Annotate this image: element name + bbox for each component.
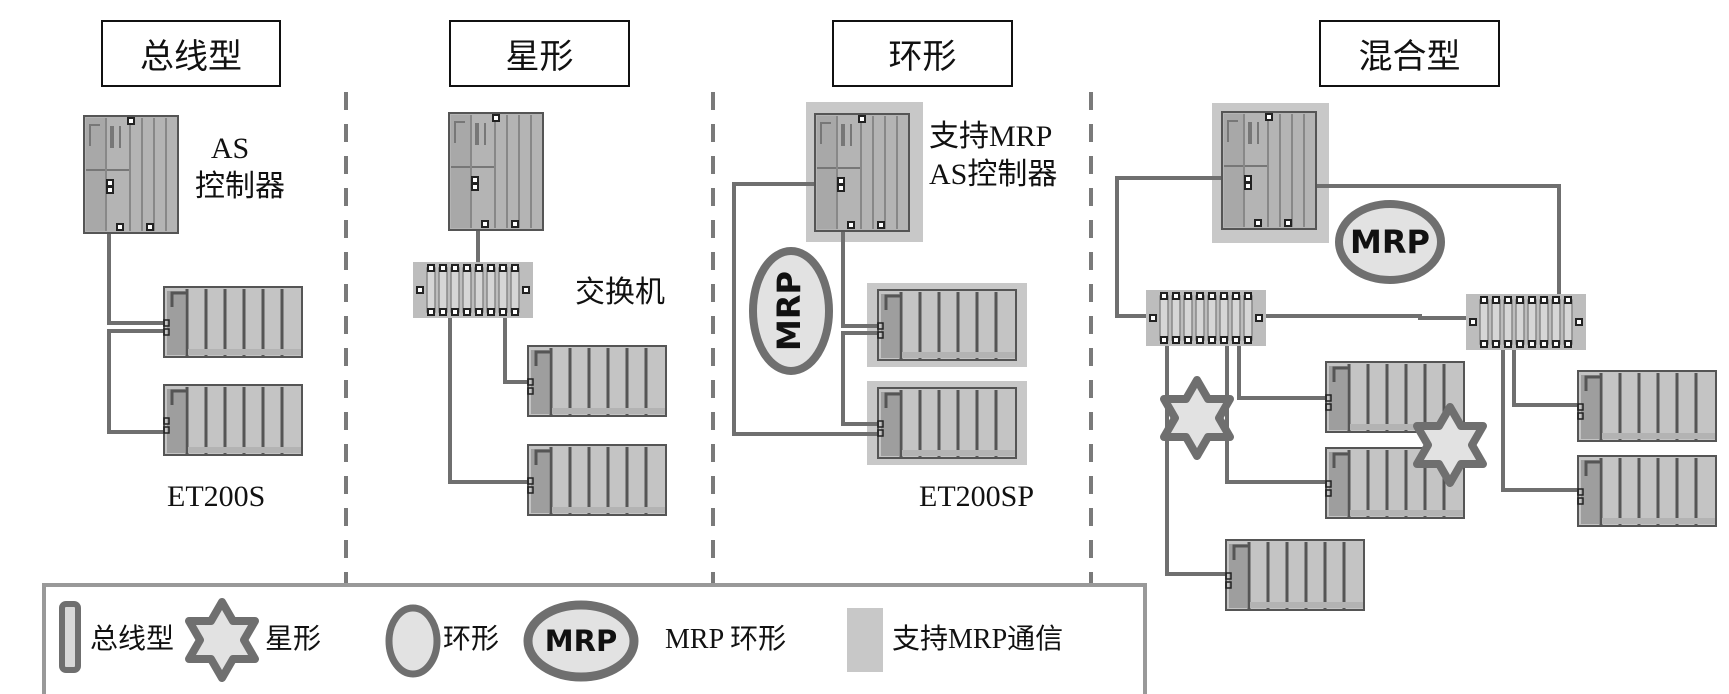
ring-controller-label: 支持MRP AS控制器 (929, 118, 1057, 194)
bus-controller-label-line2: 控制器 (195, 170, 285, 203)
star-icon (189, 602, 255, 678)
bus-topology (107, 232, 166, 434)
bus-icon (59, 601, 81, 673)
ring-controller (814, 113, 910, 232)
title-mixed: 混合型 (1319, 20, 1500, 87)
star-switch (412, 261, 534, 319)
legend-label-star: 星形 (265, 624, 322, 655)
mrp-ring-icon: MRP (523, 600, 639, 682)
bus-io-module-1 (162, 285, 304, 359)
title-ring: 环形 (832, 20, 1013, 87)
mixed-switch-2 (1465, 293, 1587, 351)
mixed-switch-1 (1145, 289, 1267, 347)
star-controller (448, 112, 544, 231)
ring-icon (385, 604, 441, 678)
mrp-ring-icon-text: MRP (545, 624, 617, 658)
ring-io-module-1 (876, 288, 1018, 362)
mixed-star-icon-1 (1164, 380, 1230, 456)
bus-io-module-2 (162, 383, 304, 457)
star-switch-label: 交换机 (575, 276, 665, 309)
ring-mrp-badge-text: MRP (770, 271, 808, 351)
ring-controller-label-line1: 支持MRP (929, 120, 1053, 153)
legend-box (42, 583, 1147, 694)
star-io-module-1 (526, 344, 668, 418)
mixed-mrp-badge: MRP (1335, 200, 1445, 284)
legend-label-bus: 总线型 (90, 624, 175, 655)
ring-bottom-label: ET200SP (919, 480, 1035, 513)
mixed-io-module-3 (1224, 538, 1366, 612)
title-star: 星形 (449, 20, 630, 87)
title-bus: 总线型 (101, 20, 281, 87)
bus-controller-label-line1: AS (210, 132, 250, 165)
mixed-io-module-4 (1576, 369, 1718, 443)
star-io-module-2 (526, 443, 668, 517)
legend-label-mrp-ring: MRP 环形 (665, 624, 787, 655)
ring-mrp-badge: MRP (749, 247, 833, 375)
star-topology (448, 230, 531, 484)
mixed-controller (1221, 111, 1317, 230)
mixed-io-module-5 (1576, 454, 1718, 528)
mixed-mrp-badge-text: MRP (1350, 223, 1430, 261)
legend-label-mrp-support: 支持MRP通信 (892, 624, 1064, 655)
bus-controller-label: AS 控制器 (195, 130, 285, 206)
ring-controller-label-line2: AS控制器 (929, 158, 1058, 191)
bus-controller (83, 115, 179, 234)
mrp-support-icon (847, 608, 883, 672)
ring-io-module-2 (876, 386, 1018, 460)
legend-label-ring: 环形 (443, 624, 500, 655)
bus-bottom-label: ET200S (167, 480, 266, 513)
